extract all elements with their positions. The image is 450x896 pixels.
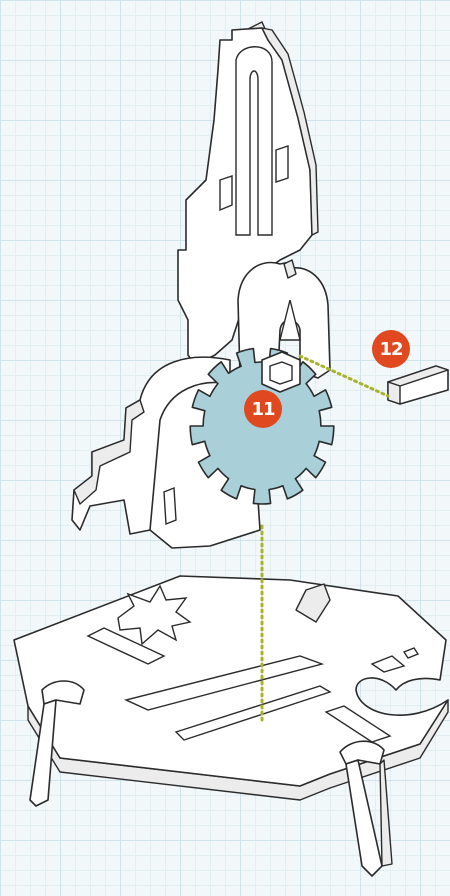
step-badge-11: 11 bbox=[244, 390, 282, 428]
base-plate bbox=[13, 575, 449, 801]
key-peg-part bbox=[387, 365, 449, 405]
front-upright bbox=[237, 259, 331, 381]
base-legs bbox=[29, 680, 393, 877]
key-guide-line bbox=[298, 354, 390, 398]
back-panel bbox=[177, 21, 319, 366]
step-badge-12: 12 bbox=[372, 330, 410, 368]
